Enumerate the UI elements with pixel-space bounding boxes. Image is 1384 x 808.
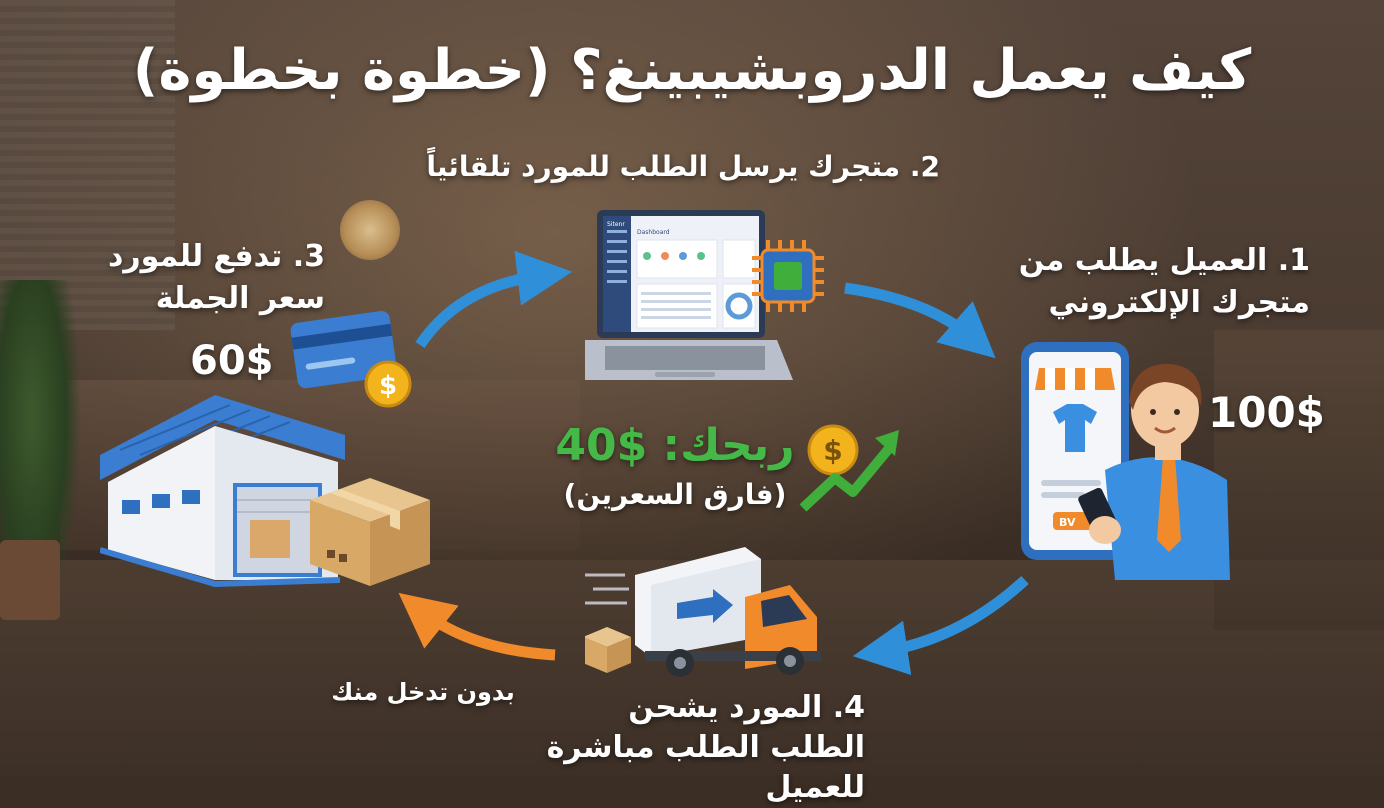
svg-text:$: $ [823, 434, 842, 467]
box-icon [250, 520, 290, 558]
arrow-step4-to-warehouse [398, 592, 556, 661]
shirt-icon [1053, 404, 1097, 452]
man-icon [1078, 363, 1230, 580]
retail-price: 100$ [1208, 388, 1325, 437]
arrow-step1-to-step4 [852, 575, 1029, 676]
window-blinds [0, 0, 175, 330]
coin-icon [364, 360, 412, 408]
step-3-label: 3. تدفع للمورد سعر الجملة [108, 239, 325, 316]
svg-text:$: $ [379, 371, 397, 401]
arrow-step2-to-step1 [844, 282, 996, 359]
plant-pot [0, 540, 60, 620]
svg-text:Sitenr: Sitenr [607, 221, 625, 228]
chip-icon [752, 240, 824, 312]
truck-icon [585, 547, 821, 677]
svg-text:Dashboard: Dashboard [637, 229, 670, 236]
svg-text:BV: BV [1059, 516, 1076, 529]
wholesale-price: 60$ [190, 338, 274, 384]
step-2-label: 2. متجرك يرسل الطلب للمورد تلقائياً [426, 150, 940, 183]
box-icon [310, 478, 430, 586]
flow-arrows [398, 250, 1029, 676]
profit-note: (فارق السعرين) [563, 478, 787, 511]
no-intervention-label: بدون تدخل منك [331, 678, 515, 706]
phone-icon: BV [1021, 342, 1230, 580]
credit-card-icon: $ [290, 310, 412, 408]
lamp-glow [340, 200, 400, 260]
step-1-label: 1. العميل يطلب من متجرك الإلكتروني [1018, 243, 1310, 320]
profit-label: ربحك: $40 [555, 420, 795, 471]
laptop-icon: Sitenr Dashboard [585, 210, 793, 380]
up-trend-arrow-icon: $ [799, 424, 899, 512]
box-icon [585, 627, 631, 673]
arrow-step3-to-step2 [415, 250, 573, 349]
page-title: كيف يعمل الدروبشيبينغ؟ (خطوة بخطوة) [132, 38, 1252, 103]
shelf [1214, 330, 1384, 630]
